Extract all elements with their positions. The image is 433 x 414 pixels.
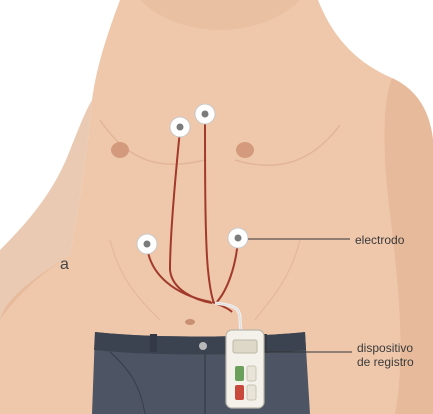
electrode-pad-icon bbox=[195, 104, 215, 124]
electrode-pad-icon bbox=[170, 117, 190, 137]
electrode-pad-icon bbox=[228, 228, 248, 248]
electrode-label: electrodo bbox=[355, 233, 404, 247]
navel bbox=[185, 319, 195, 325]
partial-label: a bbox=[60, 256, 69, 274]
holter-recorder-icon bbox=[226, 330, 264, 408]
left-nipple bbox=[111, 142, 129, 158]
belt-loop-left bbox=[150, 334, 157, 352]
right-nipple bbox=[236, 142, 254, 158]
electrode-pad-icon bbox=[137, 234, 157, 254]
device-label-line1: dispositivo bbox=[357, 341, 413, 355]
pants-button bbox=[199, 342, 207, 350]
device-label-line2: de registro bbox=[357, 355, 414, 369]
